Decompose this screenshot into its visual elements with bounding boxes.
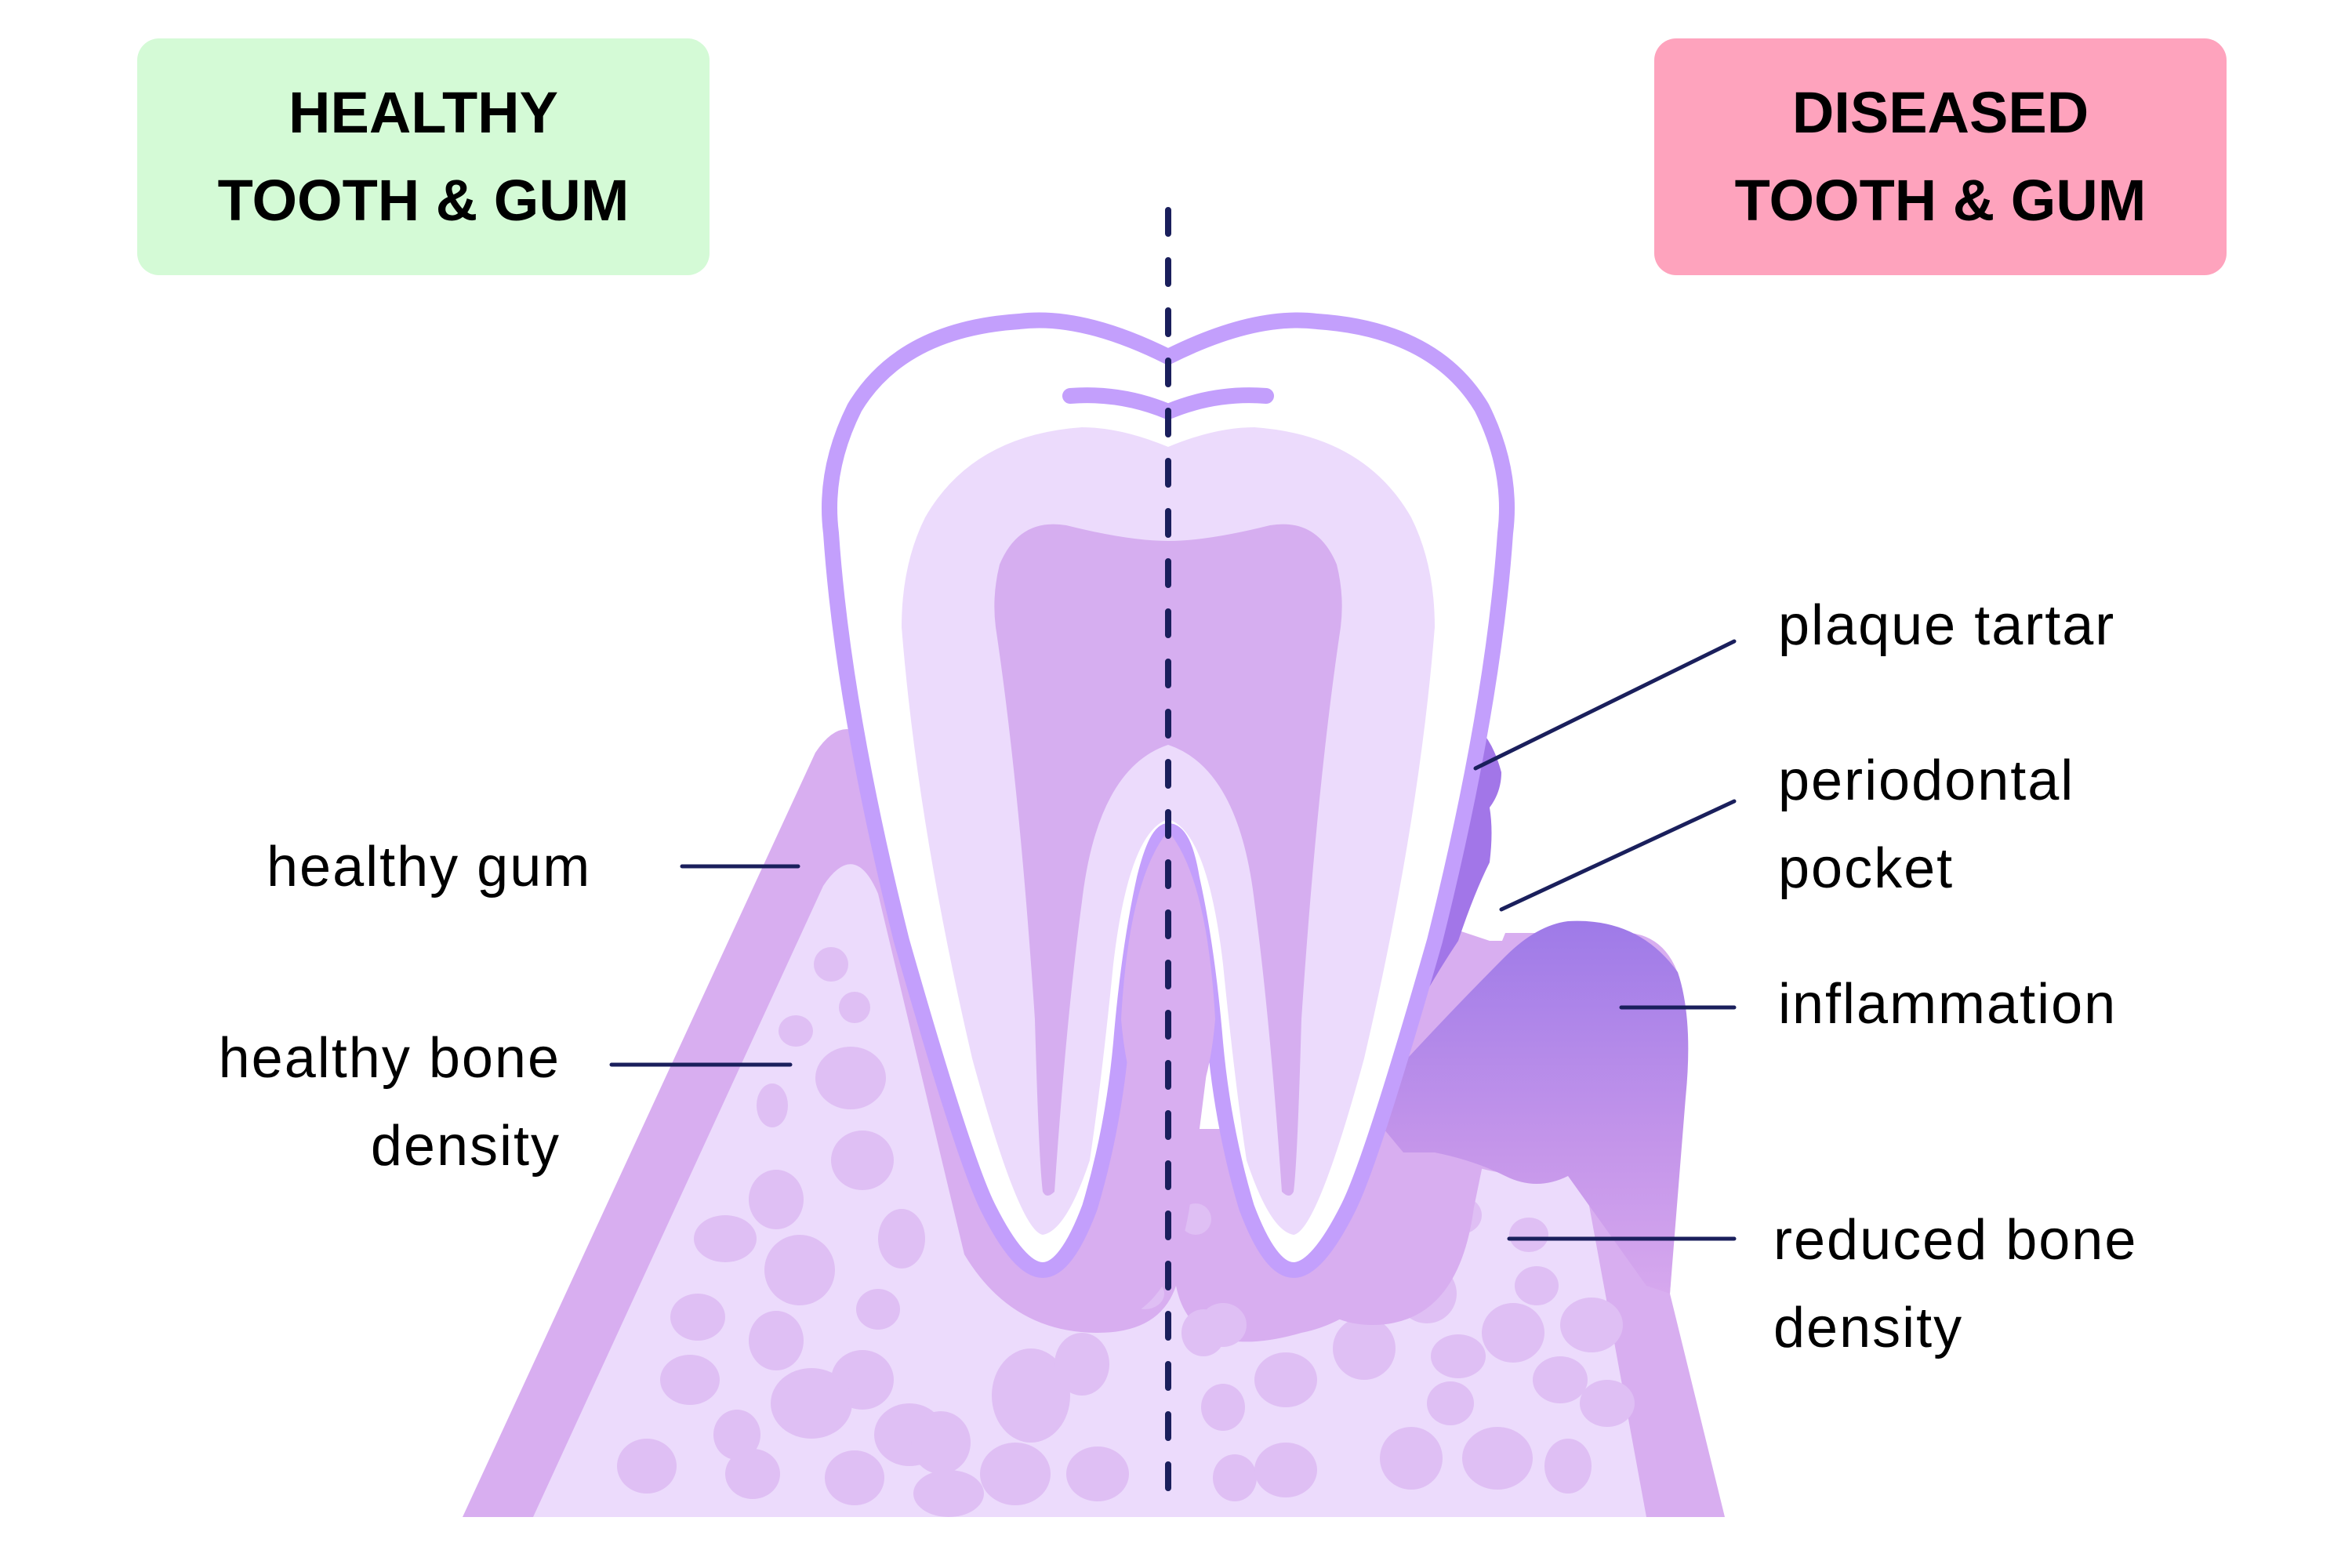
label-line: healthy gum [267, 836, 592, 898]
healthy-header-line2: TOOTH & GUM [217, 168, 630, 233]
label-periodontal-pocket: periodontal pocket [1778, 737, 2074, 913]
label-healthy-bone-density: healthy bone density [184, 1014, 561, 1190]
label-plaque-tartar: plaque tartar [1778, 582, 2115, 670]
label-inflammation: inflammation [1778, 960, 2117, 1048]
label-line: plaque tartar [1778, 594, 2116, 657]
diseased-header-line2: TOOTH & GUM [1734, 168, 2147, 233]
inflamed-gum [1364, 920, 1689, 1294]
label-line: periodontal [1778, 750, 2075, 812]
label-line: density [1773, 1297, 1964, 1359]
leader-plaque-tartar [1473, 639, 1737, 771]
healthy-header-line1: HEALTHY [289, 80, 558, 145]
leader-periodontal-pocket [1499, 799, 1737, 912]
tooth-pulp [994, 524, 1342, 1196]
label-reduced-bone-density: reduced bone density [1773, 1196, 2137, 1372]
leader-lines [609, 639, 1737, 1241]
label-line: inflammation [1778, 973, 2118, 1036]
label-line: density [370, 1115, 561, 1178]
label-line: pocket [1778, 837, 1955, 900]
diseased-header-line1: DISEASED [1791, 80, 2089, 145]
diseased-tooth-gum-header: DISEASED TOOTH & GUM [1654, 38, 2227, 275]
bone-spots [617, 947, 1635, 1517]
label-line: healthy bone [218, 1027, 561, 1090]
healthy-tooth-gum-header: HEALTHY TOOTH & GUM [137, 38, 710, 275]
label-line: reduced bone [1773, 1209, 2138, 1272]
label-healthy-gum: healthy gum [267, 823, 591, 911]
